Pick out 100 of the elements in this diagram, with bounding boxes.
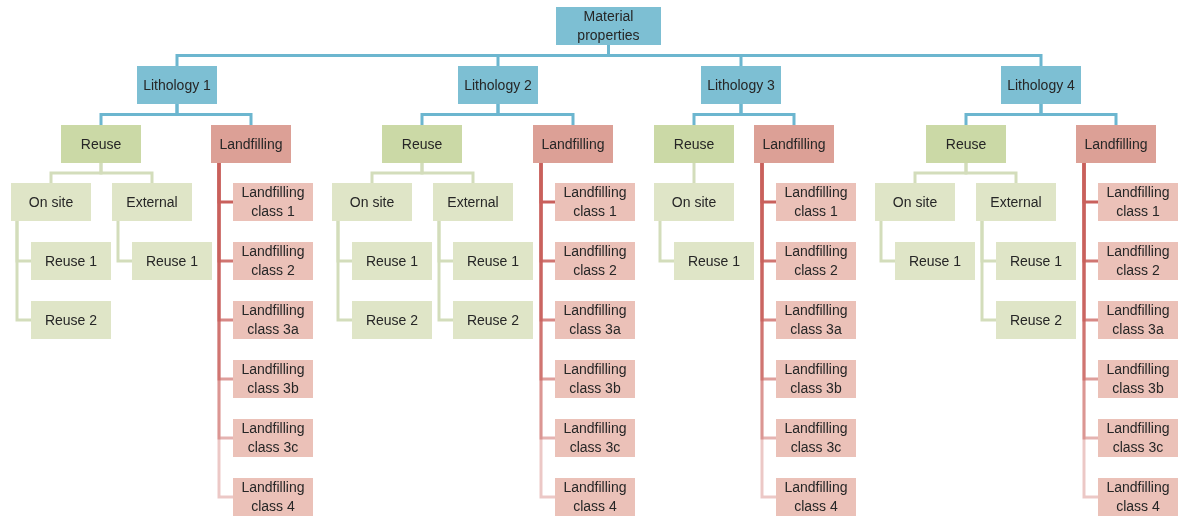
category-box bbox=[1098, 183, 1178, 221]
category-box bbox=[233, 183, 313, 221]
category-box bbox=[776, 419, 856, 457]
node-label: Reuse bbox=[80, 134, 122, 154]
category-box bbox=[701, 66, 781, 104]
category-box bbox=[674, 242, 754, 280]
category-box bbox=[1001, 66, 1081, 104]
node-label: Landfilling class 2 bbox=[1105, 242, 1171, 280]
node-label: Landfilling class 2 bbox=[562, 242, 628, 280]
node-label: External bbox=[126, 192, 178, 212]
category-box bbox=[61, 125, 141, 163]
node-label: Landfilling bbox=[541, 134, 605, 154]
node-label: Landfilling class 2 bbox=[783, 242, 849, 280]
node-label: Reuse 1 bbox=[1009, 251, 1063, 271]
node-label: Landfilling class 4 bbox=[240, 478, 306, 516]
node-label: Landfilling class 3a bbox=[1105, 301, 1171, 339]
node-label: Lithology 1 bbox=[143, 75, 211, 95]
node-label: Landfilling class 3b bbox=[1105, 360, 1171, 398]
node-label: On site bbox=[892, 192, 938, 212]
node-label: Lithology 4 bbox=[1007, 75, 1075, 95]
node-label: Landfilling class 4 bbox=[783, 478, 849, 516]
connector-line bbox=[336, 221, 352, 322]
node-label: Landfilling bbox=[1084, 134, 1148, 154]
connector-line bbox=[15, 221, 31, 322]
node-label: Landfilling class 1 bbox=[562, 183, 628, 221]
node-label: Reuse 1 bbox=[145, 251, 199, 271]
category-box bbox=[776, 301, 856, 339]
category-box bbox=[533, 125, 613, 163]
node-label: Landfilling class 3c bbox=[1105, 419, 1171, 457]
category-box bbox=[31, 242, 111, 280]
category-box bbox=[996, 242, 1076, 280]
category-box bbox=[453, 301, 533, 339]
category-box bbox=[233, 478, 313, 516]
node-label: Landfilling class 1 bbox=[783, 183, 849, 221]
connector-line bbox=[980, 221, 996, 322]
category-box bbox=[433, 183, 513, 221]
node-label: Landfilling class 3a bbox=[783, 301, 849, 339]
node-label: Landfilling class 1 bbox=[240, 183, 306, 221]
connector-line bbox=[496, 104, 575, 125]
category-box bbox=[776, 360, 856, 398]
node-label: Reuse 2 bbox=[1009, 310, 1063, 330]
category-box bbox=[112, 183, 192, 221]
connector-line bbox=[964, 163, 1018, 183]
category-box bbox=[453, 242, 533, 280]
category-box bbox=[555, 419, 635, 457]
category-box bbox=[1098, 478, 1178, 516]
connector-line bbox=[607, 45, 1043, 66]
node-label: Reuse 1 bbox=[44, 251, 98, 271]
node-label: Reuse 1 bbox=[365, 251, 419, 271]
category-box bbox=[1098, 242, 1178, 280]
category-box bbox=[555, 242, 635, 280]
node-label: Reuse 2 bbox=[466, 310, 520, 330]
node-label: On site bbox=[671, 192, 717, 212]
connector-line bbox=[692, 163, 696, 183]
node-label: Landfilling class 3c bbox=[240, 419, 306, 457]
category-box bbox=[976, 183, 1056, 221]
category-box bbox=[555, 478, 635, 516]
node-label: Reuse 1 bbox=[687, 251, 741, 271]
category-box bbox=[555, 183, 635, 221]
node-label: External bbox=[990, 192, 1042, 212]
connector-line bbox=[760, 163, 776, 322]
category-box bbox=[382, 125, 462, 163]
node-label: Material properties bbox=[576, 7, 641, 45]
node-label: External bbox=[447, 192, 499, 212]
connector-line bbox=[437, 221, 453, 322]
category-box bbox=[1098, 419, 1178, 457]
node-label: Reuse bbox=[945, 134, 987, 154]
category-box bbox=[352, 301, 432, 339]
category-box bbox=[754, 125, 834, 163]
category-box bbox=[31, 301, 111, 339]
connector-line bbox=[99, 163, 154, 183]
category-box bbox=[233, 301, 313, 339]
category-box bbox=[875, 183, 955, 221]
node-label: Landfilling class 3c bbox=[783, 419, 849, 457]
node-label: Reuse 2 bbox=[44, 310, 98, 330]
category-box bbox=[776, 242, 856, 280]
node-label: Landfilling class 2 bbox=[240, 242, 306, 280]
category-box bbox=[996, 301, 1076, 339]
category-box bbox=[556, 7, 661, 45]
category-box bbox=[776, 478, 856, 516]
category-box bbox=[895, 242, 975, 280]
node-label: Reuse bbox=[673, 134, 715, 154]
connector-line bbox=[217, 163, 233, 322]
node-label: Reuse bbox=[401, 134, 443, 154]
connector-line bbox=[739, 104, 796, 125]
category-box bbox=[132, 242, 212, 280]
category-box bbox=[654, 125, 734, 163]
connector-line bbox=[539, 163, 555, 322]
node-label: Reuse 2 bbox=[365, 310, 419, 330]
connector-line bbox=[175, 104, 253, 125]
category-box bbox=[1098, 301, 1178, 339]
node-label: Lithology 3 bbox=[707, 75, 775, 95]
node-label: Reuse 1 bbox=[908, 251, 962, 271]
category-box bbox=[776, 183, 856, 221]
node-label: Landfilling bbox=[219, 134, 283, 154]
node-label: Landfilling class 3b bbox=[783, 360, 849, 398]
node-label: On site bbox=[28, 192, 74, 212]
category-box bbox=[1076, 125, 1156, 163]
category-box bbox=[11, 183, 91, 221]
category-box bbox=[137, 66, 217, 104]
